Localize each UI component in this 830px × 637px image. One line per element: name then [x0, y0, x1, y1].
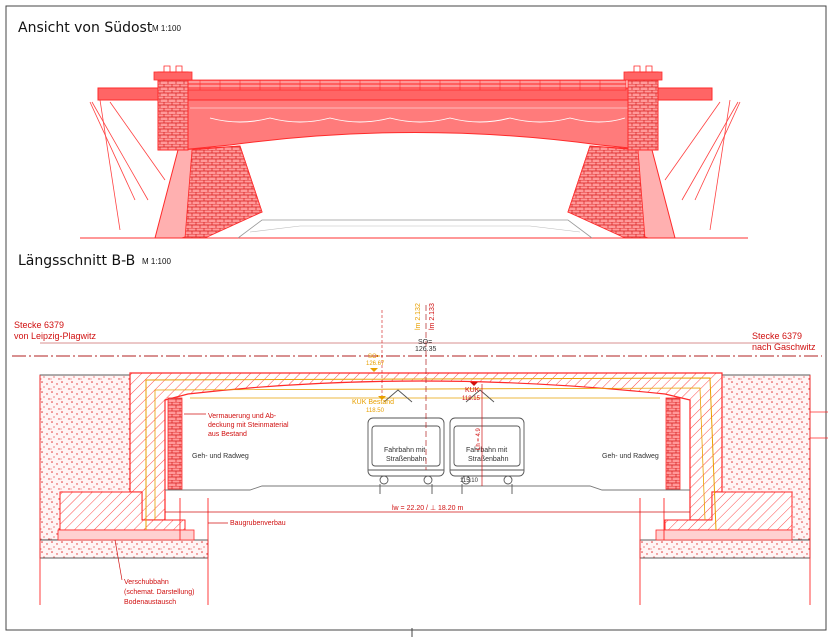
kuk-label: KUK [465, 387, 480, 394]
masonry-note-1: Vermauerung und Ab- [208, 413, 277, 420]
right-end-pillar [623, 65, 663, 151]
railing-posts [199, 80, 601, 90]
walkway-right-label: Geh- und Radweg [602, 453, 659, 460]
lm-label-2: lm 2.133 [429, 303, 436, 330]
so-label: SO= [418, 339, 432, 346]
sheet-border [5, 5, 827, 631]
elevation-title: Ansicht von Südost [18, 20, 153, 36]
right-brick-wall [665, 397, 681, 491]
roadway-label-right-2: Straßenbahn [468, 456, 509, 463]
roadway-label-right-1: Fahrbahn mit [466, 447, 507, 454]
so-value: 126.35 [415, 346, 437, 353]
masonry-note-3: aus Bestand [208, 431, 247, 438]
left-foundation [59, 491, 186, 531]
roadway-label-left-2: Straßenbahn [386, 456, 427, 463]
elevation-view: Ansicht von Südost M 1:100 [18, 20, 748, 239]
elevation-scale: M 1:100 [152, 24, 181, 33]
ground-level-value: 115.10 [460, 478, 479, 484]
section-title: Längsschnitt B-B [18, 253, 135, 269]
kuk-bestand-value: 118.50 [366, 408, 385, 414]
right-track-dest: nach Gaschwitz [752, 342, 816, 352]
kuk-value: 118.15 [462, 396, 481, 402]
walkway-left-label: Geh- und Radweg [192, 453, 249, 460]
lm-label-1: lm 2.132 [415, 303, 422, 330]
left-track-line: Stecke 6379 [14, 320, 64, 330]
roadway-label-left-1: Fahrbahn mit [384, 447, 425, 454]
kuk-bestand-label: KUK Bestand [352, 399, 394, 406]
elevation-ground-lines [89, 99, 741, 231]
left-end-pillar [153, 65, 193, 151]
so-small-label: SO= [368, 354, 381, 360]
left-brick-wall [167, 397, 183, 491]
deck-section [129, 372, 723, 521]
slide-track-1: Verschubbahn [124, 579, 169, 586]
excavation-label: Baugrubenverbau [230, 520, 286, 527]
left-base-fill [39, 539, 209, 559]
left-track-dest: von Leipzig-Plagwitz [14, 331, 97, 341]
tram-right [449, 389, 525, 494]
right-foundation [664, 491, 793, 531]
tram-left [367, 389, 445, 494]
existing-outline [145, 377, 717, 531]
elevation-deck-body [179, 99, 651, 151]
section-view: Längsschnitt B-B M 1:100 Stecke 6379 von… [12, 253, 828, 606]
road-profile [165, 485, 690, 491]
section-vertical-lines [39, 375, 811, 605]
elevation-road-surface [237, 219, 593, 239]
so-small-value: 126.67 [366, 361, 385, 367]
right-base-fill [639, 539, 811, 559]
masonry-note-2: deckung mit Steinmaterial [208, 422, 289, 429]
slide-track-3: Bodenaustausch [124, 599, 176, 606]
span-label: lw = 22.20 / ⊥ 18.20 m [392, 505, 463, 512]
slide-track-2: (schemat. Darstellung) [124, 589, 194, 596]
clearance-label: Lh = 4.9 [476, 427, 482, 450]
right-track-line: Stecke 6379 [752, 331, 802, 341]
section-scale: M 1:100 [142, 257, 171, 266]
